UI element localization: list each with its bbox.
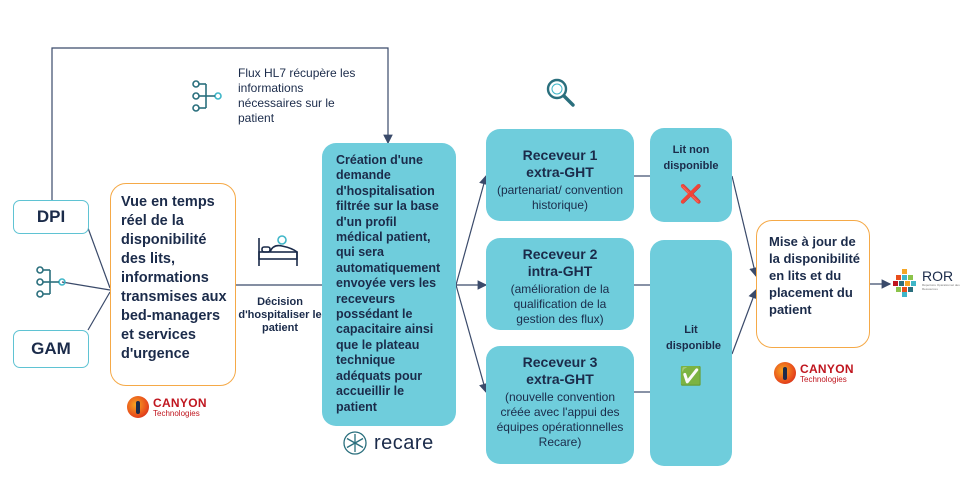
canyon-logo-icon (127, 396, 149, 418)
ror-logo-icon (893, 269, 916, 297)
gam-box: GAM (13, 330, 89, 368)
dpi-box: DPI (13, 200, 89, 234)
ror-name: ROR (922, 268, 954, 284)
lit-non-disponible-label: Lit non disponible (663, 144, 719, 172)
realtime-availability-box: Vue en temps réel de la disponibilité de… (110, 183, 236, 386)
mise-a-jour-box: Mise à jour de la disponibilité en lits … (756, 220, 870, 348)
receveur-3-title: Receveur 3 extra-GHT (522, 354, 598, 387)
canyon-logo: CANYON Technologies (127, 396, 207, 418)
ror-logo: ROR Répertoire Opérationnel des Ressourc… (893, 269, 962, 297)
receveur-2-detail: (amélioration de la qualification de la … (510, 282, 610, 326)
receveur-2-title: Receveur 2 intra-GHT (522, 246, 598, 279)
creation-demande-box: Création d'une demande d'hospitalisation… (322, 143, 456, 426)
receveur-2-box: Receveur 2 intra-GHT (amélioration de la… (486, 238, 634, 330)
hl7-label: Flux HL7 récupère les informations néces… (238, 66, 356, 125)
receveur-1-detail: (partenariat/ convention historique) (496, 183, 624, 212)
hospital-bed-icon (258, 235, 298, 266)
receveur-3-box: Receveur 3 extra-GHT (nouvelle conventio… (486, 346, 634, 464)
receveur-3-detail: (nouvelle convention créée avec l'appui … (496, 390, 624, 449)
lit-disponible-label: Lit disponible (666, 324, 721, 352)
data-hub-icon (36, 266, 66, 298)
hl7-flow-icon (192, 80, 222, 112)
lit-non-disponible-box: Lit non disponible ❌ (650, 128, 732, 222)
recare-logo-icon (343, 431, 367, 455)
lit-disponible-box: Lit disponible ✅ (650, 240, 732, 466)
ror-sub: Répertoire Opérationnel des Ressources (922, 283, 960, 291)
receveur-1-box: Receveur 1 extra-GHT (partenariat/ conve… (486, 129, 634, 221)
check-icon: ✅ (679, 366, 703, 386)
receveur-1-title: Receveur 1 extra-GHT (522, 147, 598, 180)
search-icon (546, 78, 575, 107)
recare-logo: recare (342, 430, 434, 456)
canyon-logo-icon (774, 362, 796, 384)
canyon-logo-right: CANYON Technologies (774, 362, 854, 384)
decision-label: Décision d'hospitaliser le patient (238, 296, 322, 334)
cross-icon: ❌ (679, 184, 703, 204)
